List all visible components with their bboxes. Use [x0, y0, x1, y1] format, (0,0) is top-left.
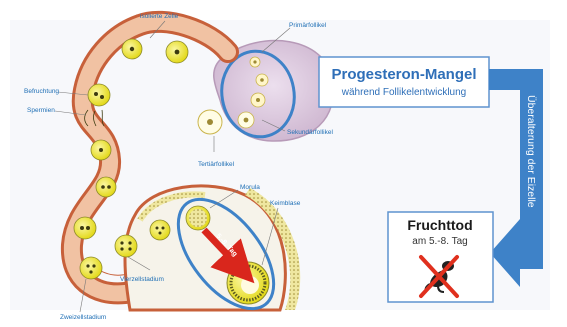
fetal-death-title: Fruchttod: [407, 217, 472, 233]
label-isolated-cell: isolierte Zelle: [140, 13, 179, 20]
fertilization-cell: [88, 84, 110, 106]
label-morula: Morula: [240, 184, 260, 191]
morula: [186, 206, 210, 230]
two-cell-stage: [74, 217, 96, 239]
four-cell-stage: [115, 235, 137, 257]
aging-arrow-text: Überalterung der Eizelle: [525, 95, 537, 208]
label-four-cell: Vierzellstadium: [120, 276, 164, 283]
fetal-death-subtitle: am 5.-8. Tag: [412, 236, 467, 247]
label-sperm: Spermien: [27, 107, 55, 114]
label-two-cell: Zweizellstadium: [60, 314, 106, 321]
fetal-death-box: Fruchttod am 5.-8. Tag: [388, 212, 493, 302]
deficiency-title: Progesteron-Mangel: [331, 66, 476, 83]
label-secondary-follicle: Sekundärfollikel: [287, 129, 333, 136]
deficiency-box: Progesteron-Mangel während Follikelentwi…: [319, 57, 489, 107]
label-tertiary-follicle: Tertiärfollikel: [198, 161, 235, 168]
label-fertilization: Befruchtung: [24, 88, 59, 95]
deficiency-subtitle: während Follikelentwicklung: [341, 87, 467, 98]
blastocyst: [227, 262, 269, 304]
label-germ-disc: Keimblase: [270, 200, 301, 207]
label-primary-follicle: Primärfollikel: [289, 22, 327, 29]
